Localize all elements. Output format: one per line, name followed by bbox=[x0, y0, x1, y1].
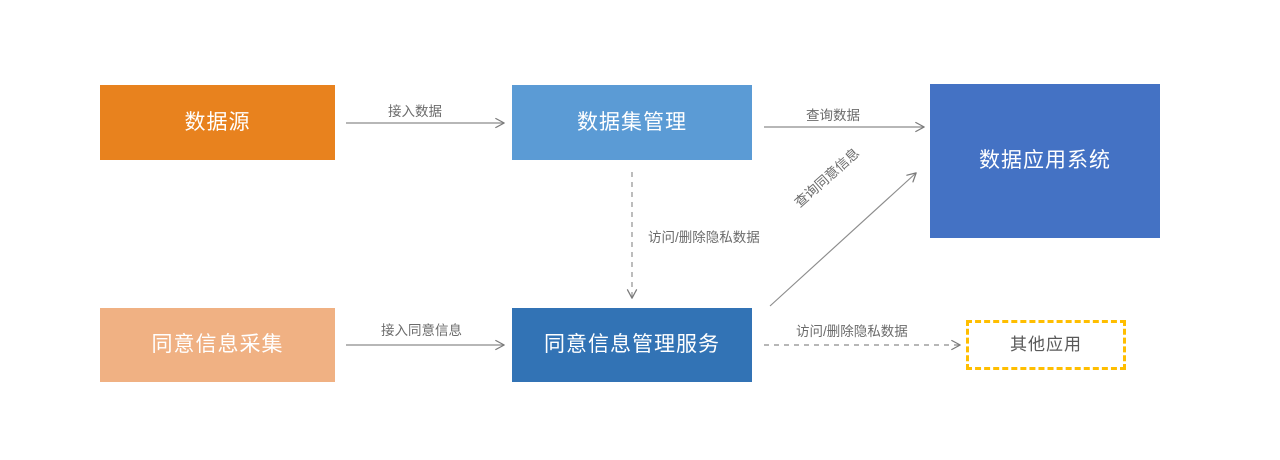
edge-label-query-data: 查询数据 bbox=[806, 108, 860, 123]
node-consent-service[interactable]: 同意信息管理服务 bbox=[512, 308, 752, 382]
edge-label-access-delete-privacy-vertical: 访问/删除隐私数据 bbox=[648, 230, 760, 245]
edge-label-ingest-consent: 接入同意信息 bbox=[381, 323, 462, 338]
node-consent-collect[interactable]: 同意信息采集 bbox=[100, 308, 335, 382]
node-data-source[interactable]: 数据源 bbox=[100, 85, 335, 160]
node-other-apps[interactable]: 其他应用 bbox=[966, 320, 1126, 370]
node-consent-collect-label: 同意信息采集 bbox=[151, 333, 284, 357]
node-consent-service-label: 同意信息管理服务 bbox=[544, 333, 720, 357]
edge-label-ingest-data: 接入数据 bbox=[388, 104, 442, 119]
node-other-apps-label: 其他应用 bbox=[1010, 334, 1082, 354]
node-dataset-mgmt-label: 数据集管理 bbox=[577, 110, 687, 134]
node-data-source-label: 数据源 bbox=[184, 110, 251, 134]
edge-label-access-delete-privacy-horizontal: 访问/删除隐私数据 bbox=[796, 324, 908, 339]
node-data-app-label: 数据应用系统 bbox=[979, 149, 1111, 173]
edge-label-query-consent: 查询同意信息 bbox=[791, 145, 863, 211]
node-dataset-mgmt[interactable]: 数据集管理 bbox=[512, 85, 752, 160]
node-data-app[interactable]: 数据应用系统 bbox=[930, 84, 1160, 238]
